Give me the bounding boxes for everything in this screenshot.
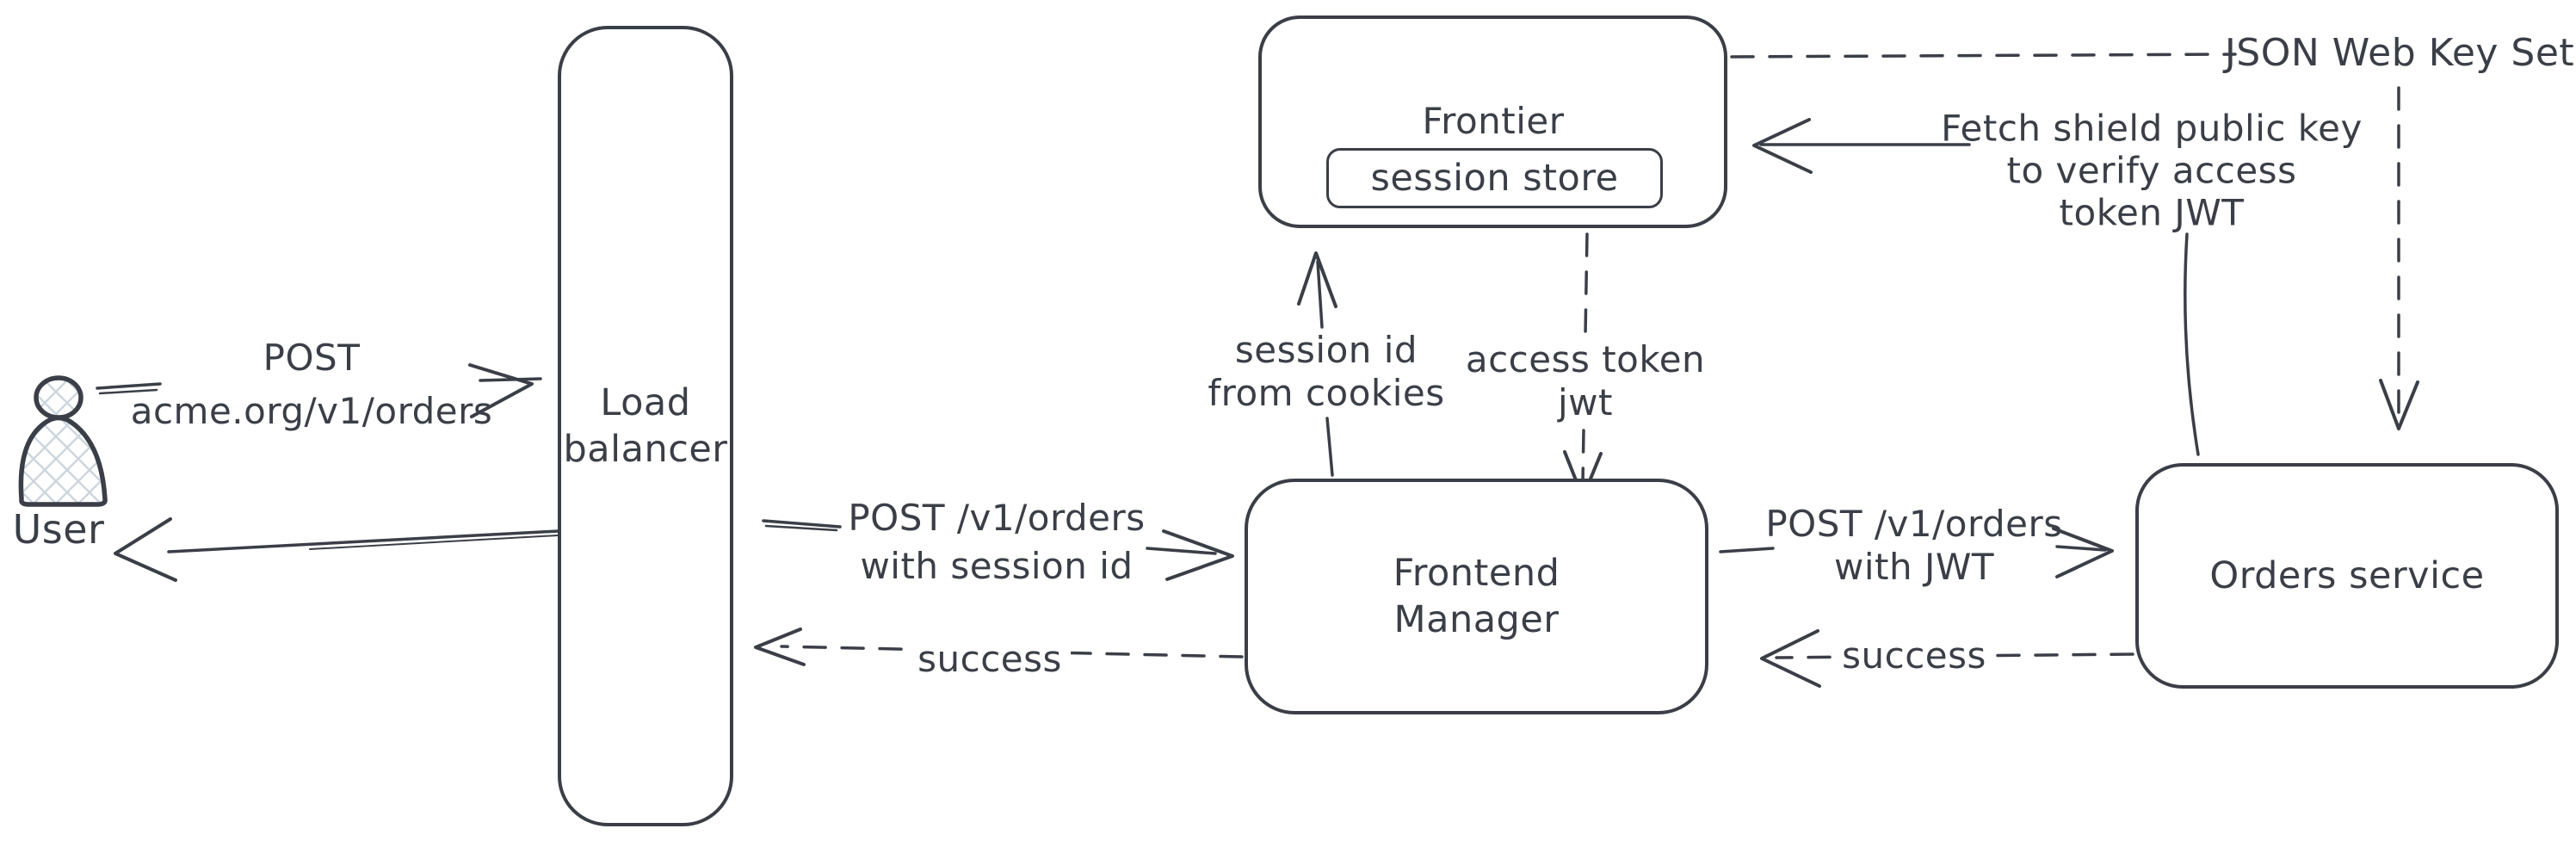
- arrow-orders-service-to-frontend-manager-success: [1760, 629, 2134, 688]
- frontend-manager-label-line2: Manager: [1393, 598, 1560, 641]
- arrow-frontend-manager-to-frontier-session-id: [1297, 251, 1337, 477]
- orders-service-label: Orders service: [2209, 554, 2485, 597]
- edge-label-session-id-from-cookies: session id from cookies: [1199, 329, 1454, 415]
- edge-label-post-orders-jwt: POST /v1/orders with JWT: [1765, 503, 2063, 588]
- user-icon: [18, 375, 108, 507]
- edge-label-fetch-shield-public-key: Fetch shield public key to verify access…: [1941, 107, 2363, 234]
- frontier-label: Frontier: [1422, 100, 1565, 142]
- edge-label-post-orders-session-id: POST /v1/orders with session id: [848, 497, 1146, 587]
- arrow-orders-service-to-frontier-fetch-key: [1752, 118, 2200, 456]
- user-label: User: [12, 506, 105, 553]
- load-balancer-label-line1: Load: [600, 381, 691, 424]
- frontend-manager-label-line1: Frontend: [1393, 552, 1560, 595]
- node-session-store: session store: [1326, 148, 1663, 208]
- arrow-frontend-manager-to-orders-service: [1719, 527, 2114, 578]
- arrow-load-balancer-to-frontend-manager: [762, 519, 1234, 581]
- session-store-label: session store: [1370, 157, 1619, 200]
- edge-label-access-token-jwt: access token jwt: [1456, 338, 1714, 424]
- arrow-load-balancer-to-user: [114, 517, 559, 582]
- load-balancer-label-line2: balancer: [563, 428, 728, 471]
- node-frontend-manager: Frontend Manager: [1245, 479, 1708, 714]
- arrow-frontier-to-jwks: [1730, 53, 2237, 59]
- arrow-jwks-to-orders-service: [2379, 86, 2419, 430]
- arrow-user-to-load-balancer: [96, 363, 542, 418]
- edge-label-json-web-key-set: JSON Web Key Set: [2224, 31, 2575, 75]
- edge-label-success-right: success: [1833, 632, 1995, 680]
- edge-label-success-left: success: [909, 635, 1071, 683]
- node-orders-service: Orders service: [2135, 463, 2559, 689]
- edge-label-user-to-load-balancer: POST acme.org/v1/orders: [130, 337, 493, 432]
- node-load-balancer: Load balancer: [558, 26, 733, 826]
